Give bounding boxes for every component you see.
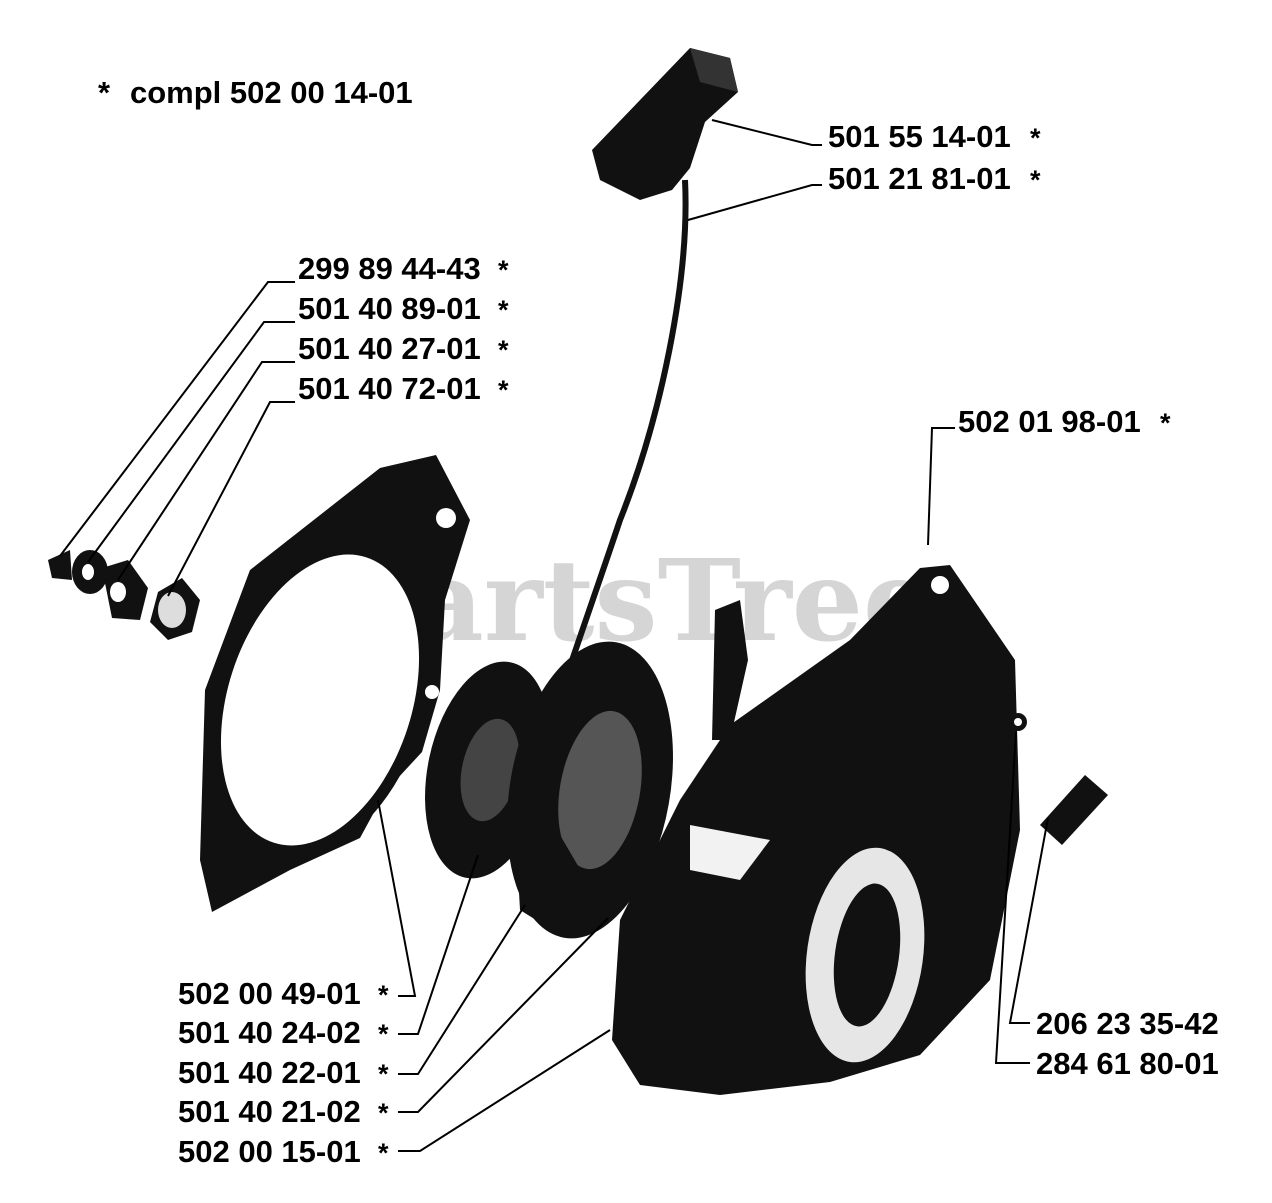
part-number-p5: 501 40 27-01 bbox=[298, 331, 481, 366]
part-marker-p4: * bbox=[498, 295, 509, 325]
part-marker-p10: * bbox=[378, 1059, 389, 1089]
part-labels: 501 55 14-01 * 501 21 81-01 * 299 89 44-… bbox=[178, 119, 1219, 1169]
part-marker-p6: * bbox=[498, 375, 509, 405]
assembly-label: compl 502 00 14-01 bbox=[130, 75, 413, 110]
part-number-p12: 502 00 15-01 bbox=[178, 1134, 361, 1169]
part-marker-p1: * bbox=[1030, 123, 1041, 153]
part-number-p11: 501 40 21-02 bbox=[178, 1094, 361, 1129]
starter-cover-plate bbox=[200, 455, 470, 912]
starter-rope bbox=[549, 179, 689, 721]
part-marker-p3: * bbox=[498, 255, 509, 285]
assembly-marker: * bbox=[98, 75, 111, 110]
part-number-p9: 501 40 24-02 bbox=[178, 1015, 361, 1050]
part-marker-p9: * bbox=[378, 1019, 389, 1049]
part-marker-p7: * bbox=[1160, 408, 1171, 438]
part-number-p4: 501 40 89-01 bbox=[298, 291, 481, 326]
part-marker-p12: * bbox=[378, 1138, 389, 1168]
part-marker-p8: * bbox=[378, 980, 389, 1010]
starter-handle bbox=[592, 48, 738, 200]
pulley-assembly bbox=[425, 600, 748, 939]
screw-part bbox=[1009, 713, 1108, 845]
part-marker-p11: * bbox=[378, 1098, 389, 1128]
part-marker-p2: * bbox=[1030, 165, 1041, 195]
part-number-p1: 501 55 14-01 bbox=[828, 119, 1011, 154]
part-number-p3: 299 89 44-43 bbox=[298, 251, 481, 286]
washer-parts bbox=[48, 550, 200, 640]
part-number-p2: 501 21 81-01 bbox=[828, 161, 1011, 196]
part-number-p7: 502 01 98-01 bbox=[958, 404, 1141, 439]
leader-lines bbox=[59, 119, 1049, 1152]
part-number-p13: 206 23 35-42 bbox=[1036, 1006, 1219, 1041]
part-number-p6: 501 40 72-01 bbox=[298, 371, 481, 406]
part-number-p14: 284 61 80-01 bbox=[1036, 1046, 1219, 1081]
part-number-p8: 502 00 49-01 bbox=[178, 976, 361, 1011]
part-marker-p5: * bbox=[498, 335, 509, 365]
part-number-p10: 501 40 22-01 bbox=[178, 1055, 361, 1090]
starter-housing bbox=[612, 565, 1020, 1095]
